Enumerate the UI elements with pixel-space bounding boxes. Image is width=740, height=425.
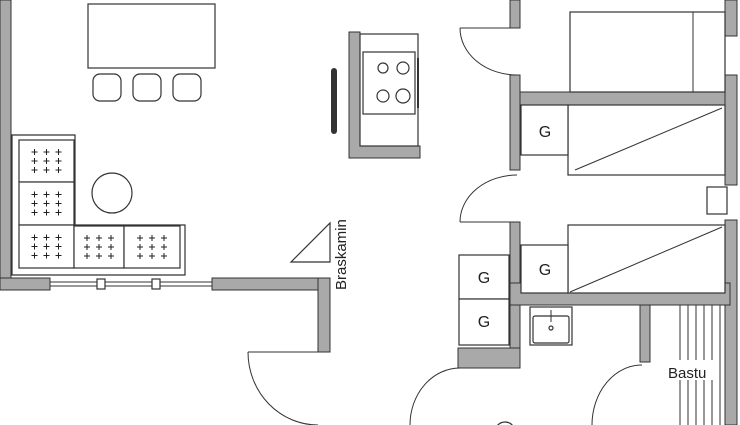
tuft-mark <box>43 149 50 155</box>
tv <box>331 68 337 134</box>
tuft-mark <box>108 244 114 250</box>
doors <box>247 27 643 425</box>
tuft-mark <box>96 244 102 250</box>
tuft-mark <box>55 191 62 198</box>
tuft-mark <box>43 191 50 198</box>
kitchen-unit <box>348 31 421 159</box>
tuft-mark <box>43 234 50 241</box>
svg-text:G: G <box>478 270 490 287</box>
tuft-mark <box>31 167 38 173</box>
dining-table <box>87 3 216 69</box>
tuft-mark <box>84 244 90 250</box>
tuft-mark <box>161 235 167 241</box>
chairs <box>92 73 202 102</box>
svg-text:G: G <box>539 262 551 279</box>
tuft-mark <box>43 200 50 207</box>
tuft-mark <box>55 234 62 241</box>
tuft-mark <box>55 252 62 259</box>
tuft-mark <box>43 209 50 216</box>
tuft-mark <box>43 167 50 173</box>
tuft-mark <box>161 244 167 250</box>
window <box>50 278 212 290</box>
svg-text:G: G <box>478 314 490 331</box>
wardrobe: G <box>520 104 569 156</box>
tuft-mark <box>31 158 38 164</box>
tuft-mark <box>149 244 155 250</box>
wardrobe: G <box>458 298 510 346</box>
wardrobe: G <box>520 244 569 294</box>
tuft-mark <box>55 243 62 250</box>
fireplace-label: Braskamin <box>333 219 350 290</box>
svg-text:G: G <box>539 124 551 141</box>
fireplace <box>289 221 331 263</box>
sauna-label: Bastu <box>668 365 706 382</box>
tuft-mark <box>43 243 50 250</box>
corner-sofa <box>11 134 186 276</box>
tuft-mark <box>149 235 155 241</box>
tuft-mark <box>161 253 167 259</box>
tuft-mark <box>149 253 155 259</box>
tuft-mark <box>96 235 102 241</box>
tuft-mark <box>31 149 38 155</box>
tuft-mark <box>108 235 114 241</box>
tuft-mark <box>84 253 90 259</box>
tuft-mark <box>31 191 38 198</box>
tuft-mark <box>43 158 50 164</box>
toilet <box>497 421 513 425</box>
tuft-mark <box>84 235 90 241</box>
beds <box>567 11 728 294</box>
tuft-mark <box>96 253 102 259</box>
tuft-mark <box>55 167 62 173</box>
sink <box>529 306 573 346</box>
tuft-mark <box>108 253 114 259</box>
tuft-mark <box>31 209 38 216</box>
tuft-mark <box>31 252 38 259</box>
tuft-mark <box>31 234 38 241</box>
tuft-mark <box>137 253 143 259</box>
coffee-table <box>91 172 133 214</box>
tuft-mark <box>137 244 143 250</box>
tuft-mark <box>43 252 50 259</box>
tuft-mark <box>55 158 62 164</box>
sauna-label-bg <box>666 360 718 380</box>
tuft-mark <box>55 209 62 216</box>
tuft-mark <box>137 235 143 241</box>
tuft-mark <box>55 149 62 155</box>
tuft-mark <box>31 243 38 250</box>
tuft-mark <box>55 200 62 207</box>
tuft-mark <box>31 200 38 207</box>
wardrobe: G <box>458 254 510 300</box>
